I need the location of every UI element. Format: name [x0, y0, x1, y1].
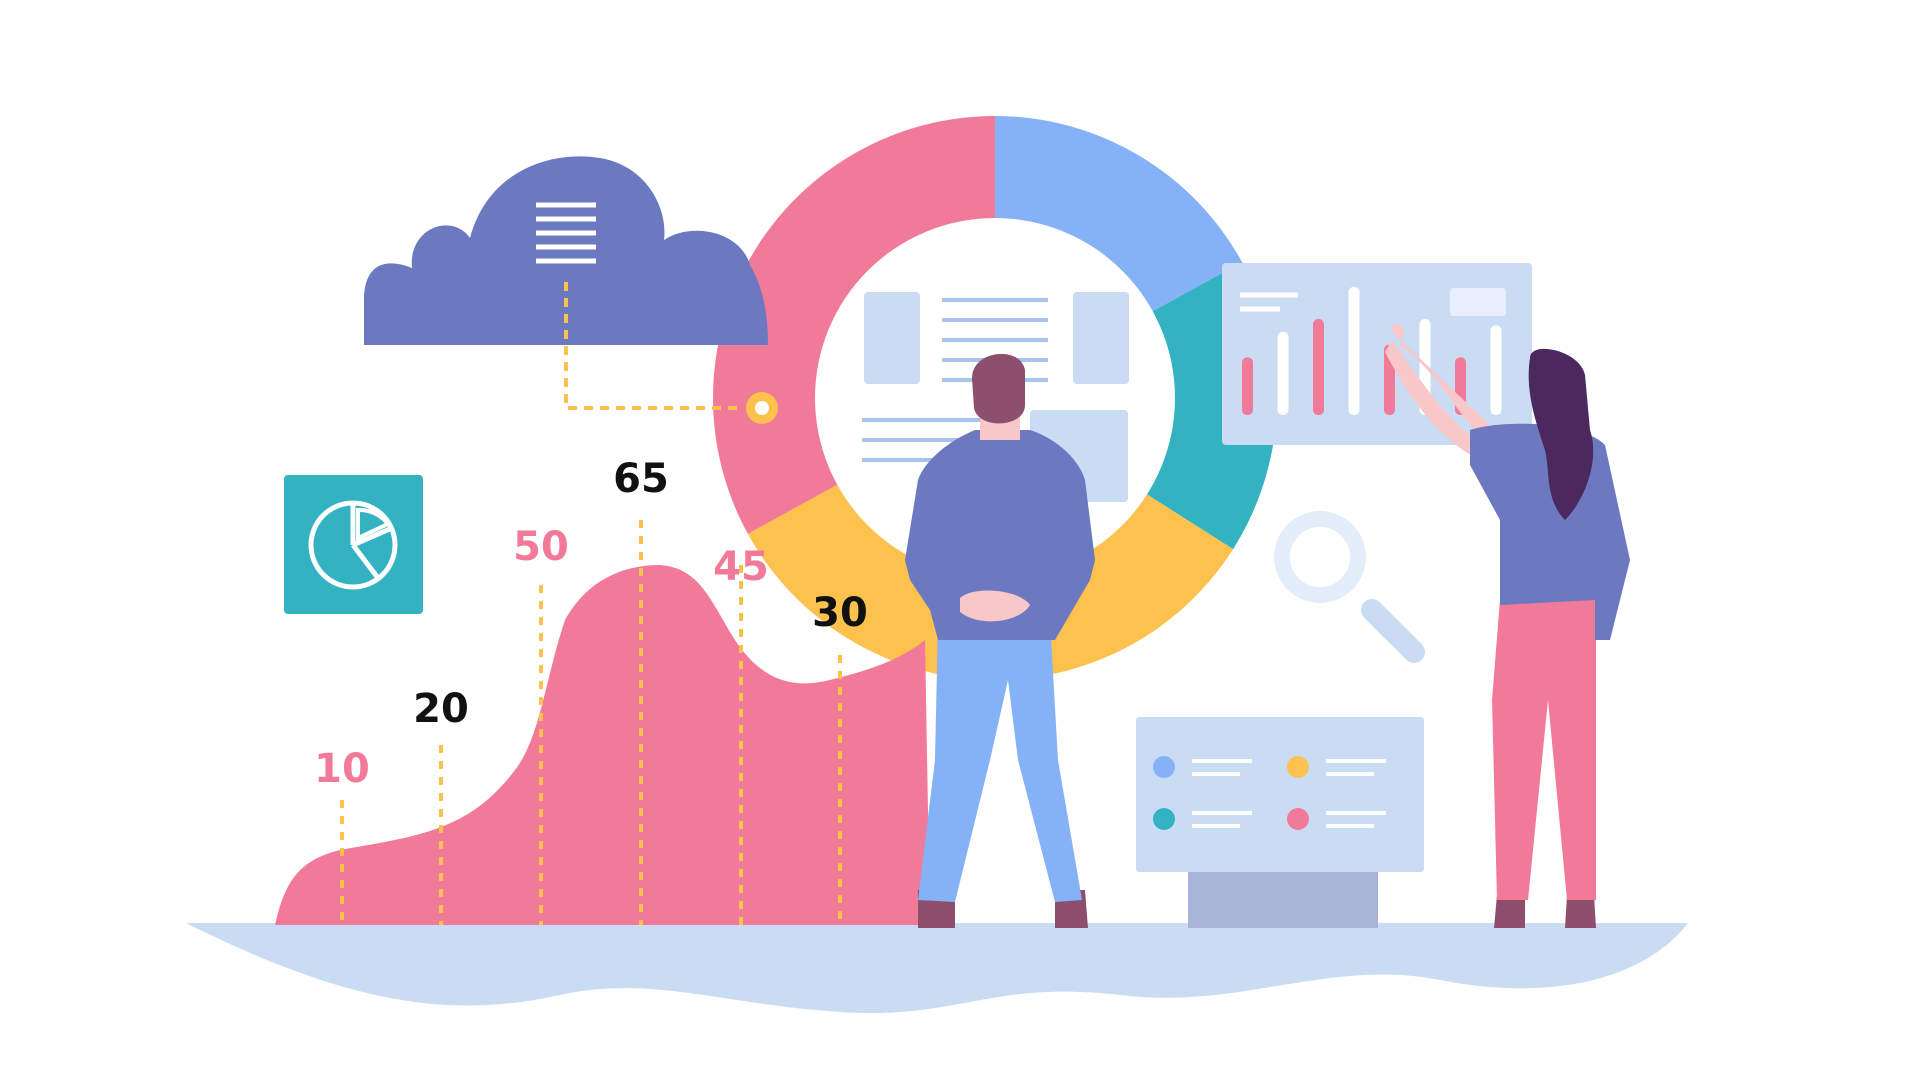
- pie-chart-icon: [284, 475, 423, 614]
- area-value-label: 65: [613, 456, 669, 502]
- bar-series: [1242, 287, 1502, 415]
- legend-panel: [1136, 717, 1424, 928]
- bar: [1313, 319, 1324, 415]
- legend-dot: [1153, 756, 1175, 778]
- area-chart-guides: [340, 520, 842, 925]
- ground-wave: [186, 923, 1688, 1014]
- cloud-connector: [564, 282, 742, 410]
- legend-dot: [1287, 756, 1309, 778]
- bar-chart-panel: [1222, 263, 1532, 445]
- legend-dot: [1287, 808, 1309, 830]
- man-figure: [905, 353, 1095, 928]
- bar: [1490, 325, 1502, 415]
- area-chart-labels: 10 20 50 65 45 30: [314, 456, 868, 792]
- area-value-label: 30: [812, 590, 868, 636]
- magnifier-icon: [1274, 511, 1425, 663]
- area-value-label: 50: [513, 524, 569, 570]
- legend-dot: [1153, 808, 1175, 830]
- cloud-icon: [364, 156, 768, 345]
- woman-figure: [1385, 324, 1630, 928]
- legend-dots: [1153, 756, 1309, 830]
- connector-node-center: [755, 401, 769, 415]
- bar: [1242, 357, 1253, 415]
- bar: [1348, 287, 1360, 415]
- document-icon: [862, 292, 1129, 502]
- area-chart: [275, 565, 930, 925]
- bar: [1277, 331, 1289, 415]
- area-value-label: 20: [413, 686, 469, 732]
- area-value-label: 45: [713, 544, 769, 590]
- area-value-label: 10: [314, 746, 370, 792]
